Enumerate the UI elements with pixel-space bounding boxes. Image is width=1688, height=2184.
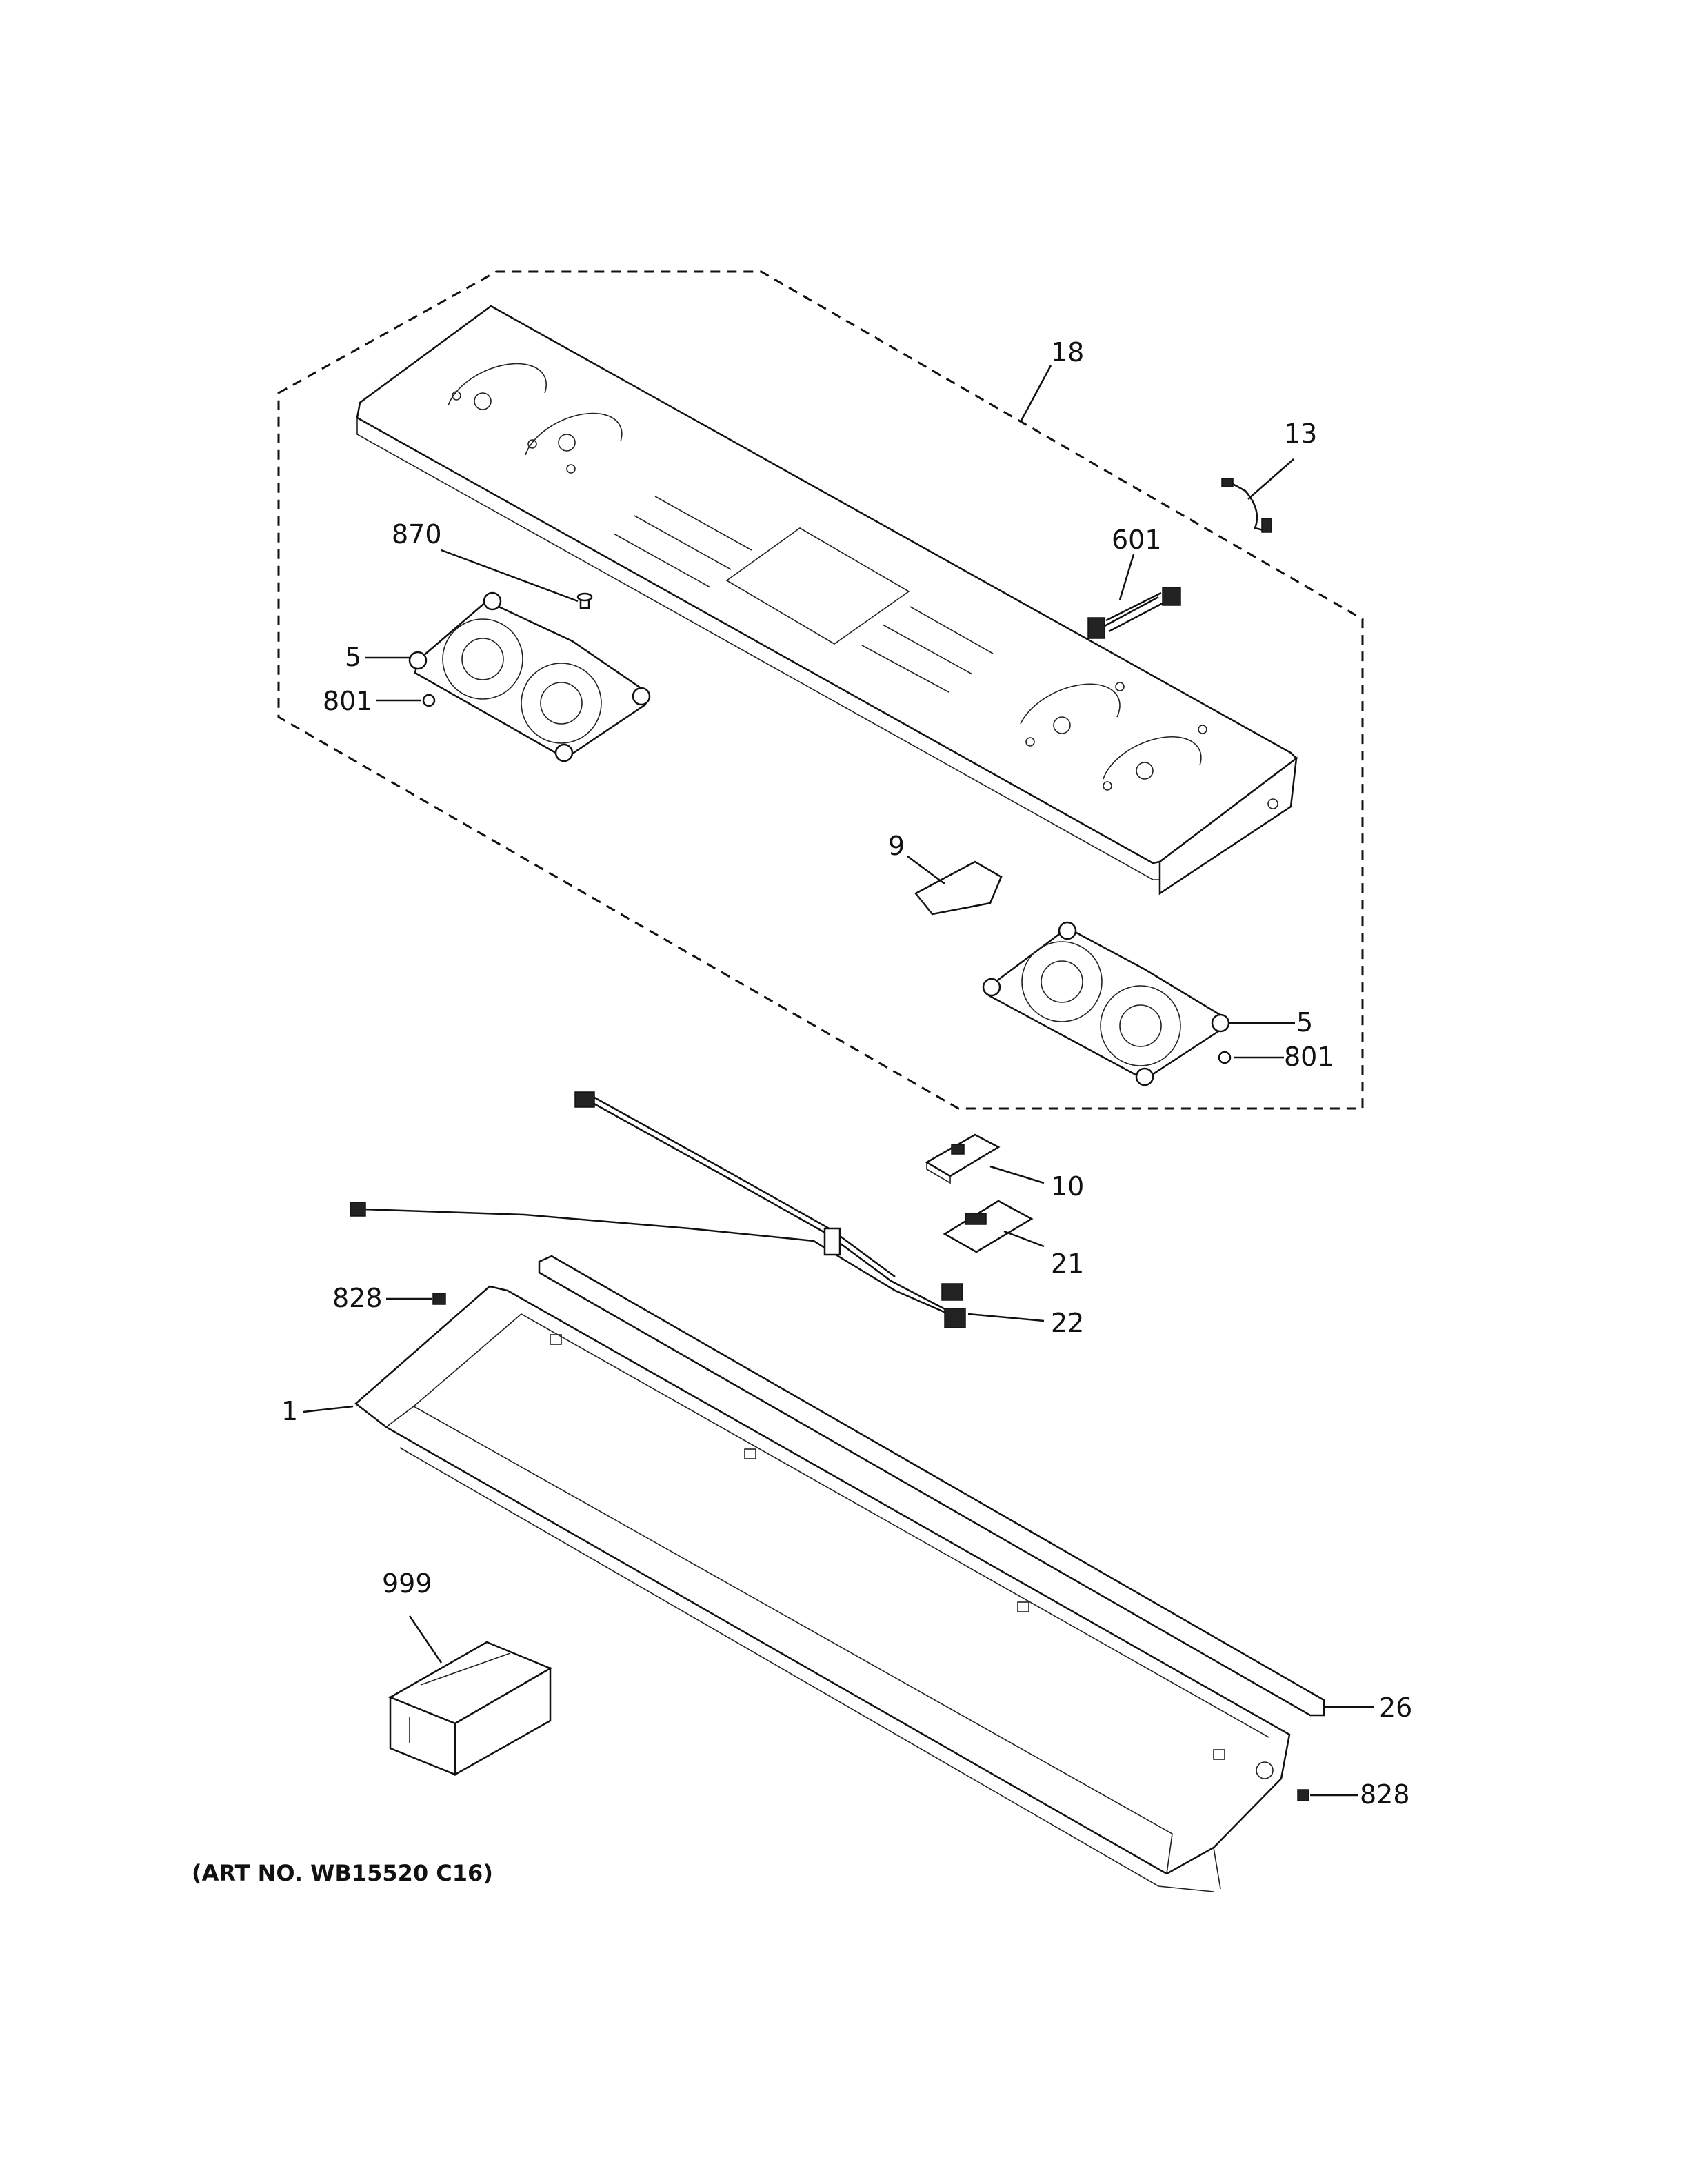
callout-999: 999 xyxy=(382,1568,432,1599)
callout-9: 9 xyxy=(888,831,905,861)
screw-801-left xyxy=(422,694,436,707)
knob-bracket-5-right xyxy=(982,921,1230,1086)
callout-801-right: 801 xyxy=(1284,1042,1334,1072)
keypad-printing xyxy=(613,496,994,693)
callout-828-left: 828 xyxy=(332,1283,383,1313)
frame-1 xyxy=(354,1285,1291,1892)
callout-828-right: 828 xyxy=(1360,1779,1410,1810)
knob-bracket-5-left xyxy=(408,592,651,762)
wire-13 xyxy=(1221,478,1272,533)
knob-printing-upper-left xyxy=(448,363,623,474)
callout-18: 18 xyxy=(1051,337,1084,367)
leader-lines xyxy=(303,365,1374,1797)
board-21 xyxy=(943,1200,1034,1253)
strip-26 xyxy=(538,1255,1325,1717)
assembly-boundary-18 xyxy=(277,270,1364,1110)
callout-1: 1 xyxy=(281,1396,298,1426)
callout-5-right: 5 xyxy=(1296,1007,1313,1038)
callout-26: 26 xyxy=(1379,1692,1412,1723)
callout-13: 13 xyxy=(1284,418,1317,449)
callout-801-left: 801 xyxy=(323,686,373,716)
callout-870: 870 xyxy=(392,519,442,549)
screw-801-right xyxy=(1218,1051,1232,1064)
harness-22 xyxy=(350,1091,966,1328)
knob-printing-lower-right xyxy=(1020,682,1207,791)
knob-insert-9 xyxy=(914,860,1003,916)
screw-828-left xyxy=(432,1293,446,1305)
screw-870 xyxy=(576,592,593,609)
box-999 xyxy=(388,1641,552,1777)
callout-5-left: 5 xyxy=(345,642,361,672)
screw-828-right xyxy=(1297,1789,1309,1801)
callout-21: 21 xyxy=(1051,1248,1084,1279)
callout-10: 10 xyxy=(1051,1171,1084,1202)
callout-22: 22 xyxy=(1051,1308,1084,1338)
harness-601 xyxy=(1087,587,1181,639)
callout-601: 601 xyxy=(1112,525,1162,555)
control-panel-18 xyxy=(356,305,1298,896)
board-10 xyxy=(925,1133,1001,1184)
art-number: (ART NO. WB15520 C16) xyxy=(192,1860,493,1886)
